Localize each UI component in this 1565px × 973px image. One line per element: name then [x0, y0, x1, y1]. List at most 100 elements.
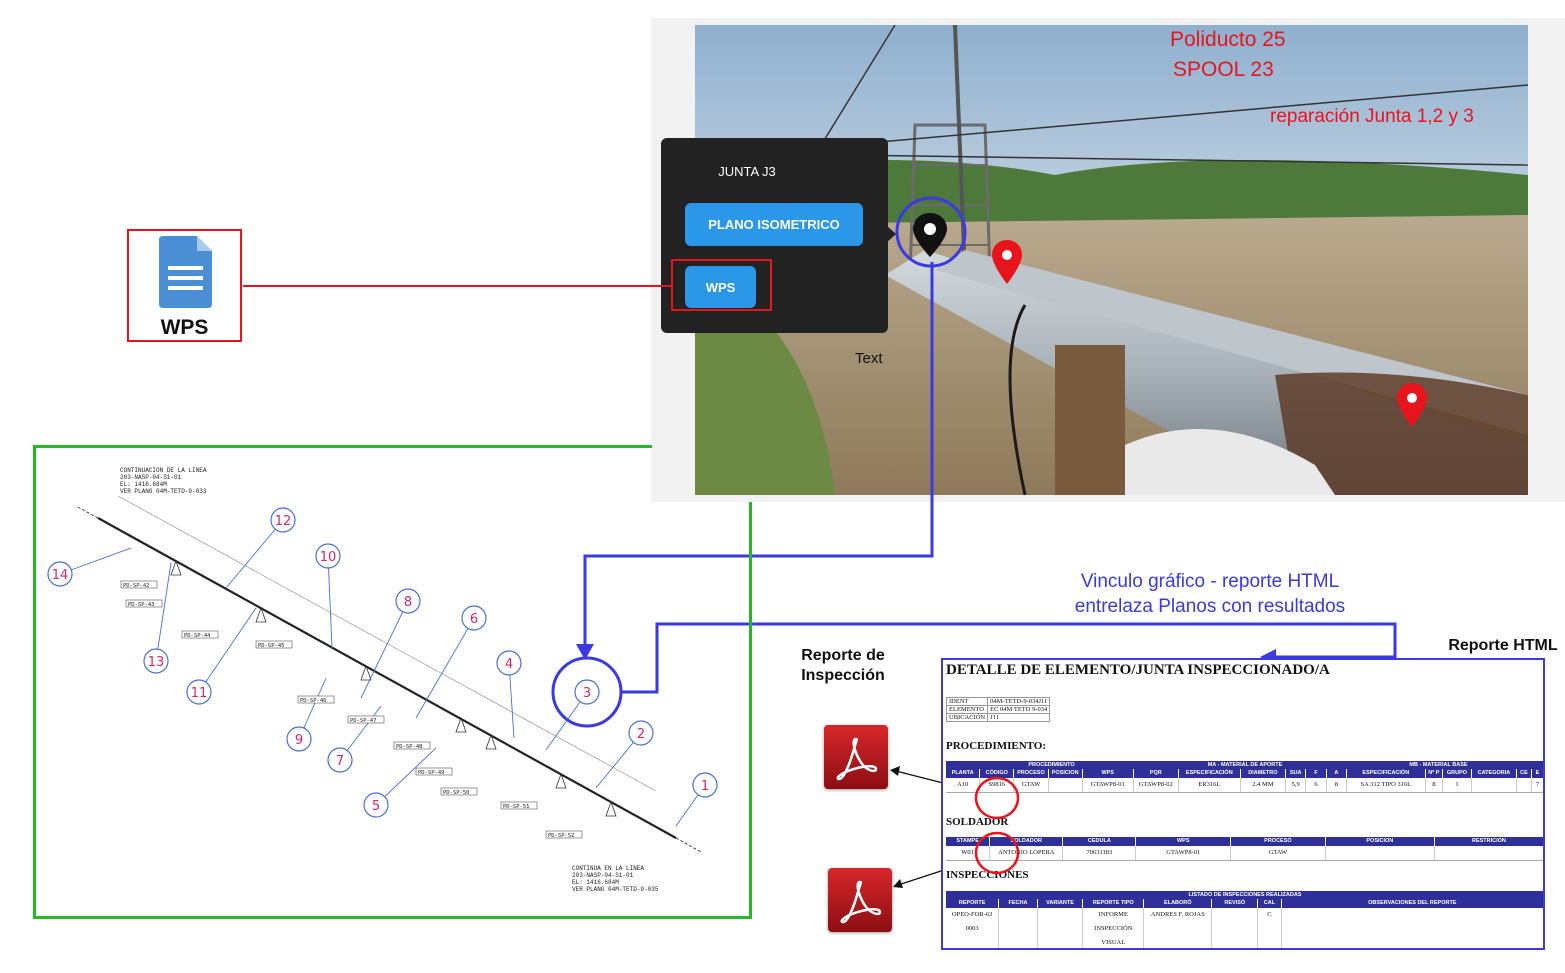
map-pin-icon[interactable] [1395, 381, 1429, 429]
section-procedimiento: PROCEDIMIENTO: [946, 740, 1047, 752]
joint-marker [143, 648, 169, 674]
table-cell: GTAWP8-01 [1083, 778, 1134, 792]
isometric-drawing[interactable]: 1234567891011121314PD-SP-42PD-SP-43PD-SP… [36, 448, 749, 916]
marker-leader [155, 562, 172, 662]
column-header: Nº P [1425, 769, 1444, 778]
table-cell: 2.4 MM [1241, 778, 1286, 792]
joint-marker-number: 1 [701, 779, 709, 794]
table-cell: 8 [1426, 778, 1444, 792]
table-cell: GTAWP8-02 [1134, 778, 1179, 792]
document-icon [159, 236, 212, 308]
spool-tag: PD-SP-45 [258, 643, 285, 649]
column-header: CATEGORIA [1471, 769, 1518, 778]
table-cell: ER316L [1179, 778, 1241, 792]
column-header: F [1306, 769, 1327, 778]
pipe-continuation [75, 505, 99, 519]
pipe-support [605, 800, 617, 817]
spool-tag: PD-SP-46 [300, 698, 327, 704]
map-pin-icon[interactable] [990, 238, 1024, 286]
photo-caption-line3: reparación Junta 1,2 y 3 [1270, 106, 1474, 127]
column-header: REVISÓ [1212, 899, 1259, 908]
column-header: E [1531, 769, 1543, 778]
spool-tag-box [255, 640, 293, 649]
marker-leader [375, 747, 437, 806]
table-cell [1212, 908, 1259, 948]
joint-marker [692, 772, 718, 798]
wps-button[interactable]: WPS [685, 266, 756, 308]
joint-marker [270, 507, 296, 533]
column-header: STAMPE [946, 837, 991, 846]
table-cell: C [1258, 908, 1282, 948]
joint-marker-number: 8 [404, 595, 412, 610]
spool-tag-box [500, 801, 538, 810]
wps-document-box[interactable] [127, 229, 242, 342]
column-header: A [1326, 769, 1348, 778]
column-header: CAL [1258, 899, 1282, 908]
wps-document-label: WPS [160, 316, 209, 339]
column-header: ESPECIFICACIÓN [1178, 769, 1241, 778]
spool-tag-box [347, 715, 385, 724]
marker-leader [198, 607, 257, 693]
marker-leader [225, 519, 284, 589]
spool-tag: PD-SP-51 [503, 804, 530, 810]
table-cell [1517, 778, 1532, 792]
spool-tag: PD-SP-44 [184, 633, 211, 639]
link-caption-line2: entrelaza Planos con resultados [1074, 596, 1346, 617]
pipe-support [455, 716, 467, 733]
isometric-plan-button[interactable]: PLANO ISOMETRICO [685, 203, 863, 246]
column-header: VARIANTE [1037, 899, 1084, 908]
column-header: REPORTE TIPO [1083, 899, 1145, 908]
spool-tag: PD-SP-43 [128, 602, 155, 608]
column-header: PROCESO [1231, 837, 1326, 846]
table-cell: INFORME INSPECCIÓN VISUAL [1083, 908, 1145, 948]
spool-tag: PD-SP-50 [443, 790, 470, 796]
table-cell: OPEO-FOR-63 0003 [946, 908, 1000, 948]
column-header: GRUPO [1443, 769, 1472, 778]
table-cell: 70631183 [1063, 846, 1137, 860]
table-cell [1435, 846, 1543, 860]
column-header: DIAMETRO [1240, 769, 1286, 778]
column-header: CEDULA [1063, 837, 1137, 846]
joint-marker [327, 747, 353, 773]
table-cell: GTAW [1014, 778, 1049, 792]
section-inspecciones: INSPECCIONES [946, 869, 1029, 881]
pdf-icon[interactable] [824, 725, 888, 789]
table-cell: 7 [1532, 778, 1543, 792]
isometric-frame-right [749, 502, 752, 919]
spool-tag: PD-SP-49 [418, 770, 445, 776]
table-cell: 1 [1443, 778, 1472, 792]
popup-title: JUNTA J3 [718, 164, 776, 179]
joint-marker [574, 679, 600, 705]
spool-tag-box [297, 695, 335, 704]
joint-marker-number: 13 [148, 655, 165, 670]
table-cell [1326, 846, 1435, 860]
section-soldador: SOLDADOR [946, 816, 1009, 828]
spool-tag-box [440, 787, 478, 796]
table-cell: 8 [1327, 778, 1348, 792]
joint-marker-number: 5 [372, 799, 380, 814]
column-header: WPS [1082, 769, 1134, 778]
column-header: RESTRICION [1434, 837, 1543, 846]
html-report: DETALLE DE ELEMENTO/JUNTA INSPECCIONADO/… [941, 658, 1545, 950]
marker-leader [360, 600, 409, 699]
joint-marker [363, 792, 389, 818]
joint-marker [461, 605, 487, 631]
table-cell: ANDRES F. ROJAS [1144, 908, 1213, 948]
isometric-frame-top [33, 445, 652, 448]
table-cell [1049, 778, 1083, 792]
pipe-support [255, 606, 267, 623]
pdf-icon[interactable] [828, 868, 892, 932]
column-header: OBSERVACIONES DEL REPORTE [1281, 899, 1543, 908]
photo-caption-line1: Poliducto 25 [1170, 28, 1286, 51]
spool-tag-box [393, 741, 431, 750]
report-title: DETALLE DE ELEMENTO/JUNTA INSPECCIONADO/… [946, 662, 1330, 678]
spool-tag: PD-SP-48 [396, 744, 423, 750]
table-cell: SA 312 TIPO 316L [1347, 778, 1426, 792]
column-header: POSICION [1048, 769, 1083, 778]
joint-marker [496, 650, 522, 676]
